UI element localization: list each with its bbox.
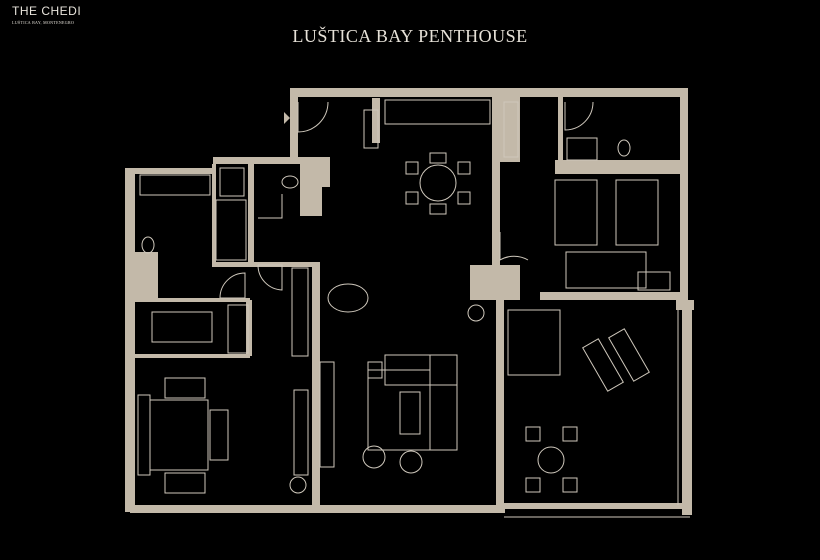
brand-logo: THE CHEDI LUŠTICA BAY, MONTENEGRO [12, 4, 81, 25]
page-title: LUŠTICA BAY PENTHOUSE [292, 26, 528, 46]
dining-table [405, 152, 471, 215]
bedroom-twin-beds [554, 179, 671, 291]
doors [219, 101, 594, 299]
bathrooms [139, 137, 631, 357]
master-bed [137, 377, 309, 494]
living-sofa [319, 283, 485, 474]
entrance-arrow-icon [284, 112, 290, 124]
logo-tagline: LUŠTICA BAY, MONTENEGRO [12, 20, 75, 25]
walls [125, 88, 694, 515]
terrace [504, 309, 690, 518]
logo-name: THE CHEDI [12, 4, 82, 18]
kitchen-counter [363, 99, 519, 158]
